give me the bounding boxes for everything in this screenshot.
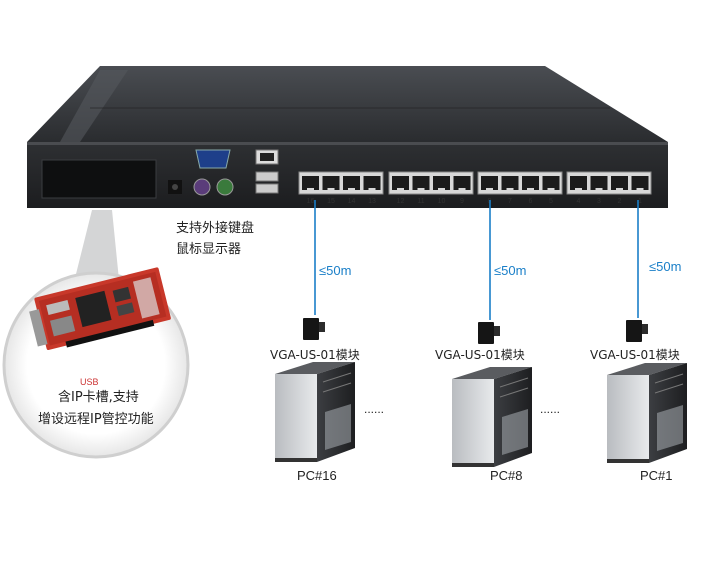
- cables: [314, 200, 639, 320]
- port-number-5: 5: [549, 198, 553, 205]
- console-note-line2: 鼠标显示器: [176, 242, 242, 257]
- kvm-switch: 16151413121110987654321: [27, 66, 668, 208]
- module-label-1: VGA-US-01模块: [590, 348, 680, 362]
- pc-tower: [607, 363, 687, 463]
- ip-card-note-line1: 含IP卡槽,支持: [58, 390, 139, 405]
- port-number-12: 12: [397, 198, 405, 205]
- usb-port-2: [255, 183, 279, 194]
- pc-label-8: PC#8: [490, 468, 523, 483]
- rj45-port-1: [631, 176, 649, 190]
- ellipsis-1: ......: [364, 402, 385, 416]
- rj45-port-6: [522, 176, 539, 190]
- usb-tag: USB: [80, 377, 99, 387]
- port-number-14: 14: [348, 198, 356, 205]
- port-number-1: 1: [638, 198, 642, 205]
- port-number-3: 3: [597, 198, 601, 205]
- module-label-16: VGA-US-01模块: [270, 348, 360, 362]
- port-number-6: 6: [529, 198, 533, 205]
- rj45-port-13: [363, 176, 381, 190]
- vga-us-01-module: [478, 322, 500, 344]
- port-number-9: 9: [460, 198, 464, 205]
- port-number-15: 15: [327, 198, 335, 205]
- rj45-port-9: [453, 176, 471, 190]
- port-number-16: 16: [307, 198, 315, 205]
- rj45-port-11: [412, 176, 430, 190]
- ip-card-callout: USB: [2, 210, 190, 459]
- rj45-port-14: [343, 176, 360, 190]
- rj45-port-2: [611, 176, 628, 190]
- usb-port-1: [255, 171, 279, 182]
- rj45-port-12: [392, 176, 409, 190]
- pc-label-1: PC#1: [640, 468, 673, 483]
- port-number-4: 4: [577, 198, 581, 205]
- ip-card-slot: [41, 159, 157, 199]
- pc-label-16: PC#16: [297, 468, 337, 483]
- rj45-port-8: [481, 176, 498, 190]
- port-number-10: 10: [438, 198, 446, 205]
- vga-port: [195, 149, 231, 169]
- rj45-port-4: [570, 176, 587, 190]
- port-number-11: 11: [417, 198, 424, 205]
- cable-length-16: ≤50m: [319, 263, 352, 278]
- ellipsis-2: ......: [540, 402, 561, 416]
- rj45-port-7: [501, 176, 519, 190]
- rj45-port-10: [433, 176, 450, 190]
- rj45-port-15: [322, 176, 340, 190]
- ps2-mouse-port: [216, 178, 234, 196]
- cable-length-8: ≤50m: [494, 263, 527, 278]
- vga-us-01-module: [303, 318, 325, 340]
- ip-card-image: [29, 267, 171, 350]
- rj45-port-16: [302, 176, 319, 190]
- port-number-2: 2: [618, 198, 622, 205]
- cable-length-1: ≤50m: [649, 259, 682, 274]
- port-number-7: 7: [508, 198, 512, 205]
- console-note-line1: 支持外接键盘: [176, 221, 255, 236]
- ps2-keyboard-port: [193, 178, 211, 196]
- port-number-13: 13: [368, 198, 376, 205]
- rj45-port-5: [542, 176, 560, 190]
- ip-card-note-line2: 增设远程IP管控功能: [38, 412, 154, 427]
- vga-us-01-module: [626, 320, 648, 342]
- module-label-8: VGA-US-01模块: [435, 348, 525, 362]
- rj45-port-3: [590, 176, 608, 190]
- pc-tower: [275, 362, 355, 462]
- pc-tower: [452, 367, 532, 467]
